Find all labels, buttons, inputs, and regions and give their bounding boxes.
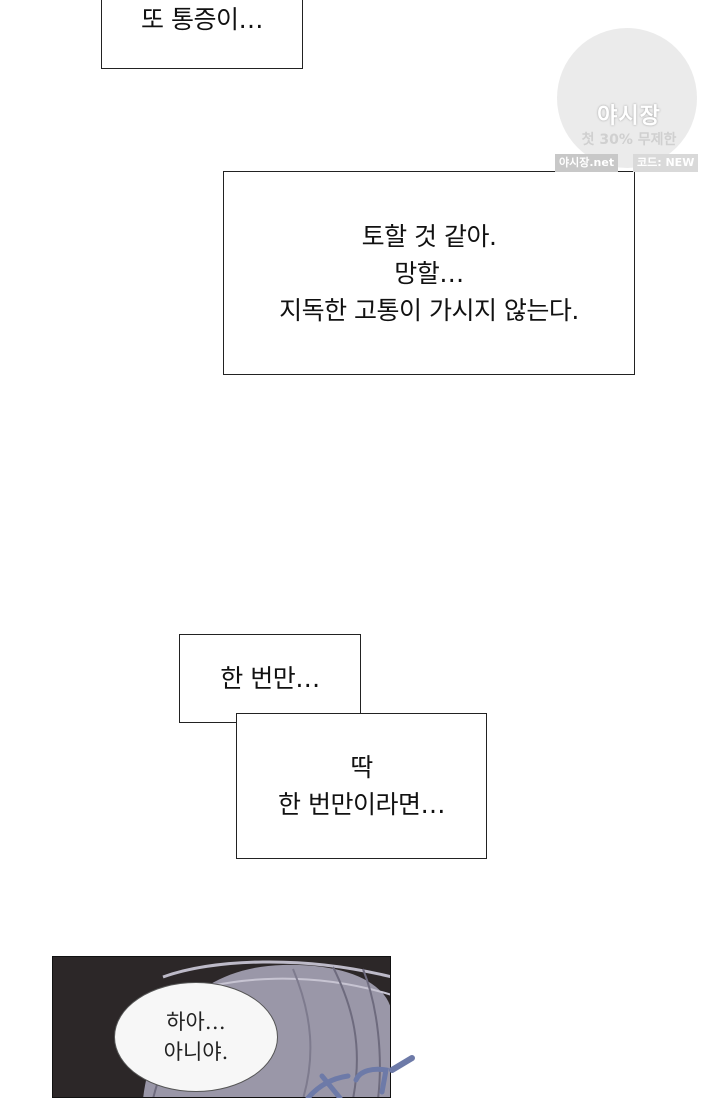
caption-box-just-once-continued: 딱 한 번만이라면… (236, 713, 487, 859)
caption-box-nausea: 토할 것 같아. 망할… 지독한 고통이 가시지 않는다. (223, 171, 635, 375)
watermark-seal (557, 28, 697, 168)
caption-text: 한 번만… (220, 664, 320, 693)
caption-text: 한 번만이라면… (278, 790, 445, 819)
watermark: 야시장 첫 30% 무제한 야시장.net 코드: NEW (553, 28, 705, 174)
watermark-promo: 첫 30% 무제한 (581, 132, 677, 148)
watermark-code: 코드: NEW (633, 154, 699, 172)
caption-text: 토할 것 같아. (361, 221, 497, 251)
speech-text: 아니야. (163, 1040, 229, 1064)
caption-box-pain: 또 통증이… (101, 0, 303, 69)
caption-text: 지독한 고통이 가시지 않는다. (279, 295, 579, 325)
caption-text: 또 통증이… (141, 5, 263, 34)
caption-seam (237, 714, 360, 724)
watermark-name: 야시장 (597, 104, 661, 129)
sound-effect-lettering (305, 1055, 415, 1098)
speech-bubble: 하아… 아니야. (114, 982, 278, 1092)
caption-box-just-once: 한 번만… (179, 634, 361, 723)
watermark-site: 야시장.net (555, 154, 619, 172)
caption-text: 망할… (394, 258, 464, 288)
speech-text: 하아… (166, 1010, 226, 1034)
caption-text: 딱 (350, 753, 373, 782)
